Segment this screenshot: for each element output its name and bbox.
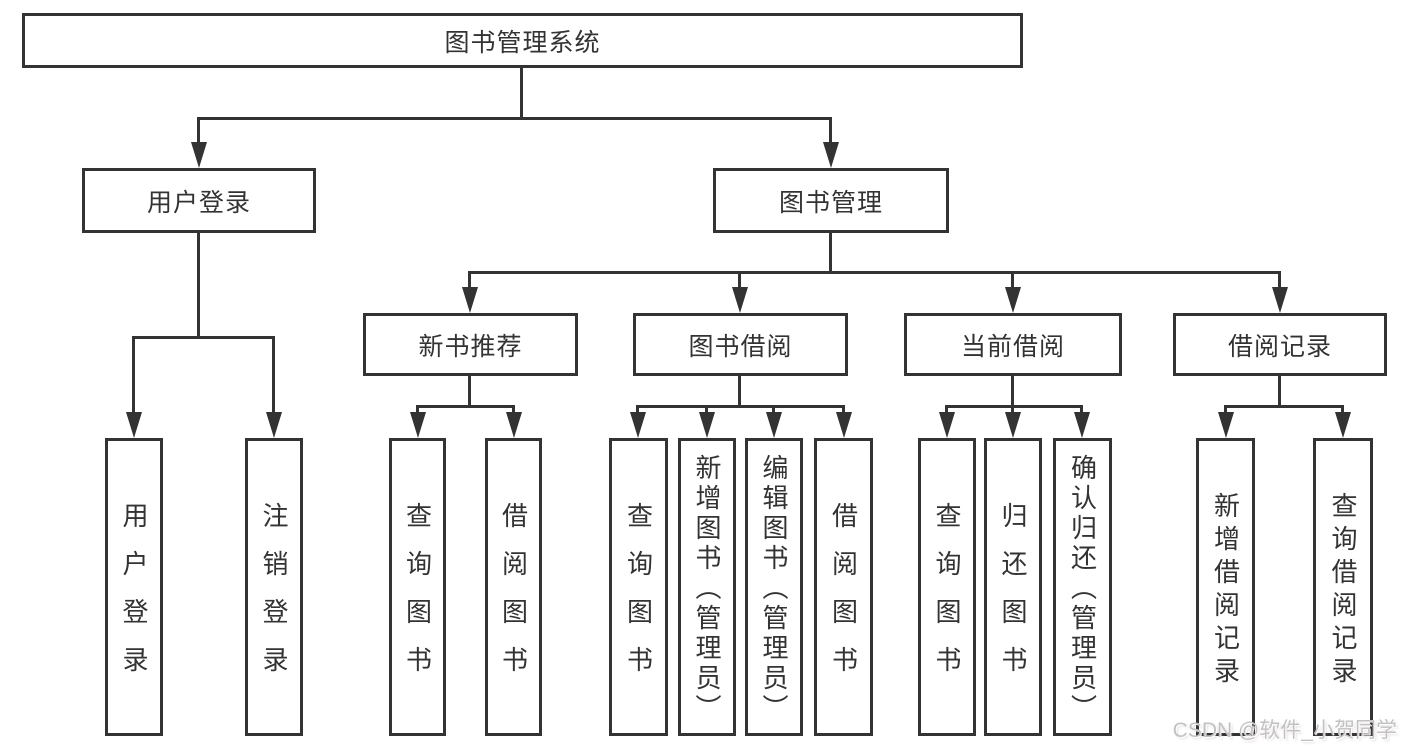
leaf-query-book: 查询图书 [609, 438, 668, 736]
arrowhead [506, 412, 522, 438]
connector-line [1011, 405, 1014, 417]
connector-line [468, 271, 471, 293]
node-user-login: 用户登录 [82, 168, 316, 233]
connector-line [132, 336, 135, 416]
arrowhead [630, 412, 646, 438]
arrowhead [836, 412, 852, 438]
arrowhead [1005, 412, 1021, 438]
connector-line [416, 405, 515, 408]
connector-line [1278, 376, 1281, 408]
connector-line [197, 233, 200, 339]
connector-line [468, 271, 1281, 274]
leaf-label: 注销登录 [259, 502, 289, 694]
arrowhead [1005, 287, 1021, 313]
leaf-query-current: 查询图书 [918, 438, 976, 736]
connector-line [1011, 376, 1014, 408]
node-root: 图书管理系统 [22, 13, 1023, 68]
connector-line [468, 376, 471, 408]
connector-line [705, 405, 708, 417]
leaf-return-book: 归还图书 [984, 438, 1042, 736]
leaf-label: 借阅图书 [498, 502, 529, 694]
leaf-label: 确认归还（管理员） [1067, 454, 1098, 724]
connector-line [945, 405, 948, 417]
arrowhead [410, 412, 426, 438]
leaf-confirm-return-admin: 确认归还（管理员） [1053, 438, 1112, 736]
leaf-edit-book-admin: 编辑图书（管理员） [745, 438, 803, 736]
leaf-user-login: 用户登录 [105, 438, 163, 736]
node-label: 新书推荐 [418, 332, 523, 361]
node-root-label: 图书管理系统 [444, 28, 601, 57]
leaf-label: 编辑图书（管理员） [759, 454, 789, 724]
arrowhead [126, 412, 142, 438]
connector-line [197, 117, 832, 120]
connector-line [512, 405, 515, 417]
arrowhead [732, 287, 748, 313]
connector-line [1011, 271, 1014, 293]
node-label: 借阅记录 [1227, 332, 1332, 361]
connector-line [272, 336, 275, 416]
arrowhead [766, 412, 782, 438]
connector-line [842, 405, 845, 417]
watermark: CSDN @软件_小贺同学 [1172, 719, 1397, 742]
arrowhead [191, 142, 207, 168]
connector-line [738, 271, 741, 293]
arrowhead [1272, 287, 1288, 313]
node-book-borrow: 图书借阅 [633, 313, 848, 376]
connector-line [772, 405, 775, 417]
leaf-label: 借阅图书 [828, 502, 859, 694]
connector-line [1080, 405, 1083, 417]
node-new-book-recommend: 新书推荐 [363, 313, 578, 376]
connector-line [1278, 271, 1281, 293]
leaf-label: 新增图书（管理员） [692, 454, 722, 724]
arrowhead [699, 412, 715, 438]
leaf-borrow-book: 借阅图书 [814, 438, 873, 736]
leaf-query-borrow-record: 查询借阅记录 [1313, 438, 1373, 736]
connector-line [520, 68, 523, 120]
leaf-label: 归还图书 [998, 502, 1028, 694]
connector-line [636, 405, 845, 408]
connector-line [1224, 405, 1227, 417]
arrowhead [1074, 412, 1090, 438]
leaf-label: 查询图书 [932, 502, 962, 694]
connector-line [829, 233, 832, 274]
arrowhead [823, 142, 839, 168]
node-label: 图书借阅 [688, 332, 793, 361]
connector-line [1341, 405, 1344, 417]
leaf-borrow-book-recommend: 借阅图书 [485, 438, 542, 736]
connector-line [416, 405, 419, 417]
arrowhead [1218, 412, 1234, 438]
leaf-label: 查询借阅记录 [1328, 491, 1358, 690]
leaf-label: 查询图书 [623, 502, 654, 694]
arrowhead [1335, 412, 1351, 438]
connector-line [636, 405, 639, 417]
leaf-add-borrow-record: 新增借阅记录 [1196, 438, 1255, 736]
leaf-logout: 注销登录 [245, 438, 303, 736]
leaf-label: 用户登录 [119, 502, 149, 694]
connector-line [197, 117, 200, 147]
connector-line [132, 336, 275, 339]
connector-line [1224, 405, 1344, 408]
arrowhead [939, 412, 955, 438]
node-label: 图书管理 [778, 188, 883, 217]
arrowhead [462, 287, 478, 313]
node-label: 当前借阅 [960, 332, 1065, 361]
leaf-query-book-recommend: 查询图书 [389, 438, 446, 736]
leaf-label: 查询图书 [402, 502, 433, 694]
node-book-management: 图书管理 [713, 168, 949, 233]
node-borrow-record: 借阅记录 [1173, 313, 1387, 376]
leaf-add-book-admin: 新增图书（管理员） [678, 438, 736, 736]
connector-line [738, 376, 741, 408]
connector-line [829, 117, 832, 147]
node-current-borrow: 当前借阅 [904, 313, 1122, 376]
connector-line [945, 405, 1083, 408]
leaf-label: 新增借阅记录 [1210, 491, 1241, 690]
node-label: 用户登录 [146, 188, 251, 217]
arrowhead [266, 412, 282, 438]
